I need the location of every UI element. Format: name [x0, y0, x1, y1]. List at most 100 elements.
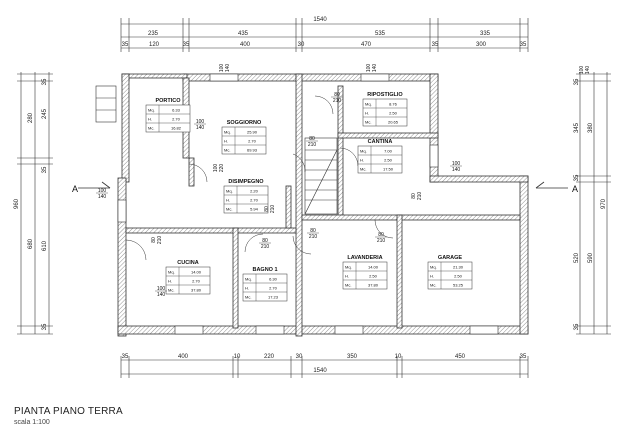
dim-left-in-0: 35 [42, 78, 48, 85]
room-name: RIPOSTIGLIO [367, 92, 403, 98]
table-value: 21.30 [453, 265, 464, 270]
opening-width: 80 [151, 237, 157, 243]
dim-left-mid-1: 680 [28, 238, 34, 249]
room-table [165, 266, 211, 295]
room-table [242, 273, 288, 302]
table-value: 2.50 [389, 111, 398, 116]
dim-right-in-0: 35 [574, 78, 580, 85]
room-name: SOGGIORNO [227, 120, 262, 126]
table-value: 37.80 [368, 283, 379, 288]
table-value: 7.00 [384, 149, 393, 154]
room-table [362, 98, 408, 127]
room-table [223, 185, 269, 214]
dim-top-r1-3: 335 [480, 31, 491, 37]
table-value: 25.90 [247, 130, 258, 135]
table-value: 2.70 [269, 286, 278, 291]
dim-top-r1-0: 235 [148, 31, 159, 37]
top-dimensions [120, 18, 529, 52]
table-value: 2.50 [384, 158, 393, 163]
right-dimensions [576, 72, 611, 335]
opening-height: 140 [157, 292, 166, 298]
table-value: 17.50 [383, 167, 394, 172]
table-key: Mq. [360, 149, 367, 154]
room-table [357, 145, 403, 174]
table-value: 8.76 [389, 102, 398, 107]
dim-top-r2-8: 35 [520, 42, 527, 48]
floor-plan: 1540 235 435 535 335 35 120 35 400 30 47… [14, 17, 611, 378]
section-label-left: A [72, 184, 78, 194]
room-table [145, 104, 191, 133]
dim-top-r2-5: 470 [361, 42, 372, 48]
dim-bot-r1-2: 10 [234, 354, 241, 360]
opening-width: 100 [219, 64, 225, 73]
table-value: 6.33 [172, 108, 181, 113]
table-value: 6.30 [269, 277, 278, 282]
opening-width: 100 [196, 119, 205, 125]
opening-width: 100 [579, 66, 585, 75]
table-key: Mq. [245, 277, 252, 282]
room-table [427, 261, 473, 290]
opening-height: 140 [372, 64, 378, 73]
table-key: Mq. [345, 265, 352, 270]
table-value: 2.50 [369, 274, 378, 279]
opening-height: 210 [309, 234, 318, 240]
table-value: 37.80 [191, 288, 202, 293]
opening-height: 140 [98, 194, 107, 200]
table-key: H. [226, 198, 230, 203]
dim-bot-r1-0: 35 [122, 354, 129, 360]
opening-width: 80 [264, 206, 270, 212]
plan-scale: scala 1:100 [14, 419, 50, 426]
table-key: Mq. [224, 130, 231, 135]
opening-width: 80 [262, 238, 268, 244]
dim-left-mid-0: 280 [28, 112, 34, 123]
table-key: H. [365, 111, 369, 116]
dim-left-in-2: 35 [42, 166, 48, 173]
room-table [342, 261, 388, 290]
table-value: 2.70 [172, 117, 181, 122]
staircase [304, 137, 338, 215]
table-key: H. [360, 158, 364, 163]
dim-top-r2-6: 35 [432, 42, 439, 48]
table-key: Mc. [245, 295, 251, 300]
plan-title: PIANTA PIANO TERRA [14, 406, 123, 417]
table-value: 14.00 [191, 270, 202, 275]
table-key: H. [224, 139, 228, 144]
opening-width: 100 [98, 188, 107, 194]
table-key: Mc. [148, 126, 154, 131]
section-marker-left [78, 181, 111, 189]
opening-height: 210 [261, 244, 270, 250]
dim-right-mid-0: 380 [588, 122, 594, 133]
bottom-dimensions [120, 356, 529, 378]
dim-top-r1-1: 435 [238, 31, 249, 37]
dim-left-in-1: 245 [42, 108, 48, 119]
room-name: CANTINA [368, 139, 393, 145]
dim-left-in-4: 35 [42, 323, 48, 330]
dim-bot-r1-7: 450 [455, 354, 466, 360]
opening-height: 210 [333, 98, 342, 104]
table-key: H. [245, 286, 249, 291]
table-value: 16.82 [171, 126, 182, 131]
opening-height: 210 [157, 236, 163, 245]
table-key: Mc. [224, 148, 230, 153]
table-key: Mc. [168, 288, 174, 293]
dim-top-r2-1: 120 [149, 42, 160, 48]
dim-bot-r1-8: 35 [520, 354, 527, 360]
section-marker-right [535, 181, 568, 189]
room-table [221, 126, 267, 155]
opening-height: 140 [196, 125, 205, 131]
